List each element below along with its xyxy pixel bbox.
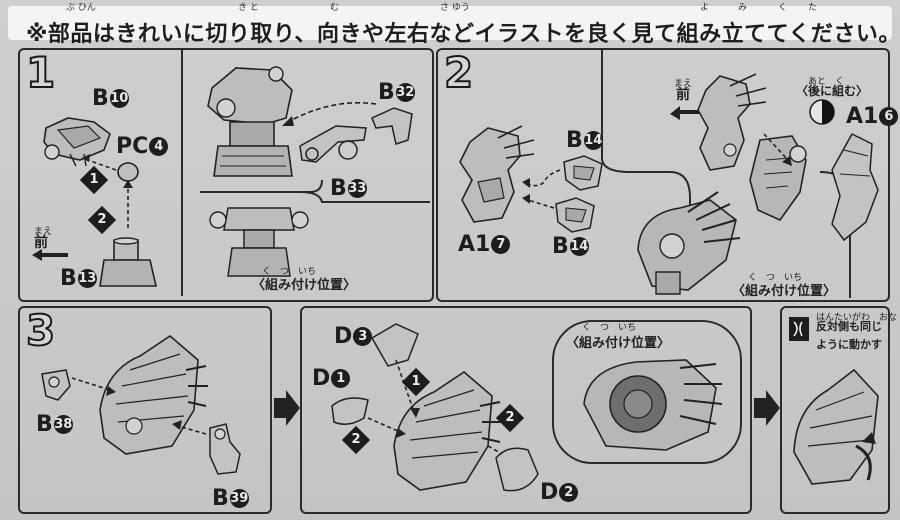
step-2-front-label: 前 [676,87,690,103]
step-2-leg-part-a17 [459,125,535,223]
label-b39: B39 [212,486,249,511]
step-2-part-b14a [563,155,603,191]
step-2-dashed-arrows [522,169,561,209]
step-3-mirror-icon [789,317,809,341]
step-1-arrow-marker-2: 2 [87,205,117,235]
step-1-dashed-arrow-b32 [282,102,377,126]
step-3-final-head [793,368,879,485]
step-3-position-label: 〈組み付け位置〉 [566,336,671,351]
step-3-panel-c [780,306,890,514]
step-3-panel-a [18,306,272,514]
step-1-position-label: 〈組み付け位置〉 [252,278,357,293]
step-1-position-ruby: く つ いち [262,267,317,277]
header-ruby-5: よ [700,3,710,13]
step-1-position-detail [209,207,309,277]
header-ruby-8: た [808,3,818,13]
step-1-number: 1 [25,48,56,97]
label-b33: B33 [330,176,367,201]
step-3-dashed-arrows [367,359,420,438]
header-ruby-4: さ ゆう [440,3,470,13]
step-2-later-ruby: あと く [808,77,845,87]
step-3-next-arrow-2 [754,390,780,426]
step-2-part-b14b [555,197,595,233]
step-2-position-detail [637,191,741,295]
step-2-lower-leg [749,135,807,222]
step-1-part-b32 [371,107,413,145]
step-2-position-label: 〈組み付け位置〉 [732,284,837,299]
header-ruby-6: み [738,3,748,13]
step-3-part-b39 [209,423,241,475]
step-2-number: 2 [443,48,474,97]
step-1-front-label: 前 [34,235,48,251]
step-1-head-part [43,117,111,167]
step-3-part-d1 [331,397,369,425]
step-2-panel [436,48,890,302]
label-b38: B38 [36,412,73,437]
header-ruby-7: く [778,3,788,13]
step-1-part-b33 [299,125,367,163]
step-2-dashed-arrow [763,133,792,166]
step-3-number: 3 [25,306,56,355]
step-3-arrow-marker-2a: 2 [341,425,371,455]
step-3-panel-b [300,306,752,514]
step-3-arrow-marker-1: 1 [401,367,431,397]
step-1-dashed-arrows [81,154,133,228]
header-ruby-2: き と [238,3,259,13]
step-1-panel [18,48,434,302]
step-3-position-ruby: く つ いち [582,323,637,333]
header-text: ※部品はきれいに切り取り、向きや左右などイラストを良く見て組み立ててください。 [26,22,900,47]
step-3-position-bubble [552,320,742,464]
step-2-later-label: 〈後に組む〉 [796,84,869,98]
step-3-opposite-ruby: はんたいがわ おな [816,313,898,323]
step-1-torso-assembly [207,66,293,177]
step-2-part-a16 [831,133,879,242]
step-3-dashed-arrow-b38 [71,377,116,396]
step-3-part-b38 [41,369,71,401]
step-2-position-ruby: く つ いち [748,273,803,283]
step-3-arrow-marker-2b: 2 [495,403,525,433]
step-3-opposite-label-2: ように動かす [816,338,882,351]
step-1-front-arrow [32,249,68,261]
step-3-position-detail [583,359,723,451]
header-ruby-3: む [330,3,340,13]
step-2-front-ruby: まえ [674,79,693,89]
header-banner: ※部品はきれいに切り取り、向きや左右などイラストを良く見て組み立ててください。 [8,6,900,47]
step-2-leg-assembly [697,73,767,171]
step-3-next-arrow-1 [274,390,300,426]
header-ruby-1: ぶ ひん [66,3,96,13]
label-b32: B32 [378,80,415,105]
step-3-dashed-arrow-b39 [172,420,207,435]
step-3-opposite-label: 反対側も同じ [816,320,882,333]
step-1-arrow-marker-1: 1 [79,165,109,195]
step-1-base-part [99,237,158,287]
label-b13: B13 [60,266,97,291]
step-1-divider [181,50,183,296]
label-b14a: B14 [566,128,603,153]
step-2-later-icon [809,99,835,125]
step-3-part-d3 [370,323,419,367]
label-b14b: B14 [552,234,589,259]
step-1-inner-divider [200,179,430,203]
step-1-front-ruby: まえ [34,227,53,237]
label-b10: B10 [92,86,129,111]
step-3-part-d2 [487,445,539,492]
